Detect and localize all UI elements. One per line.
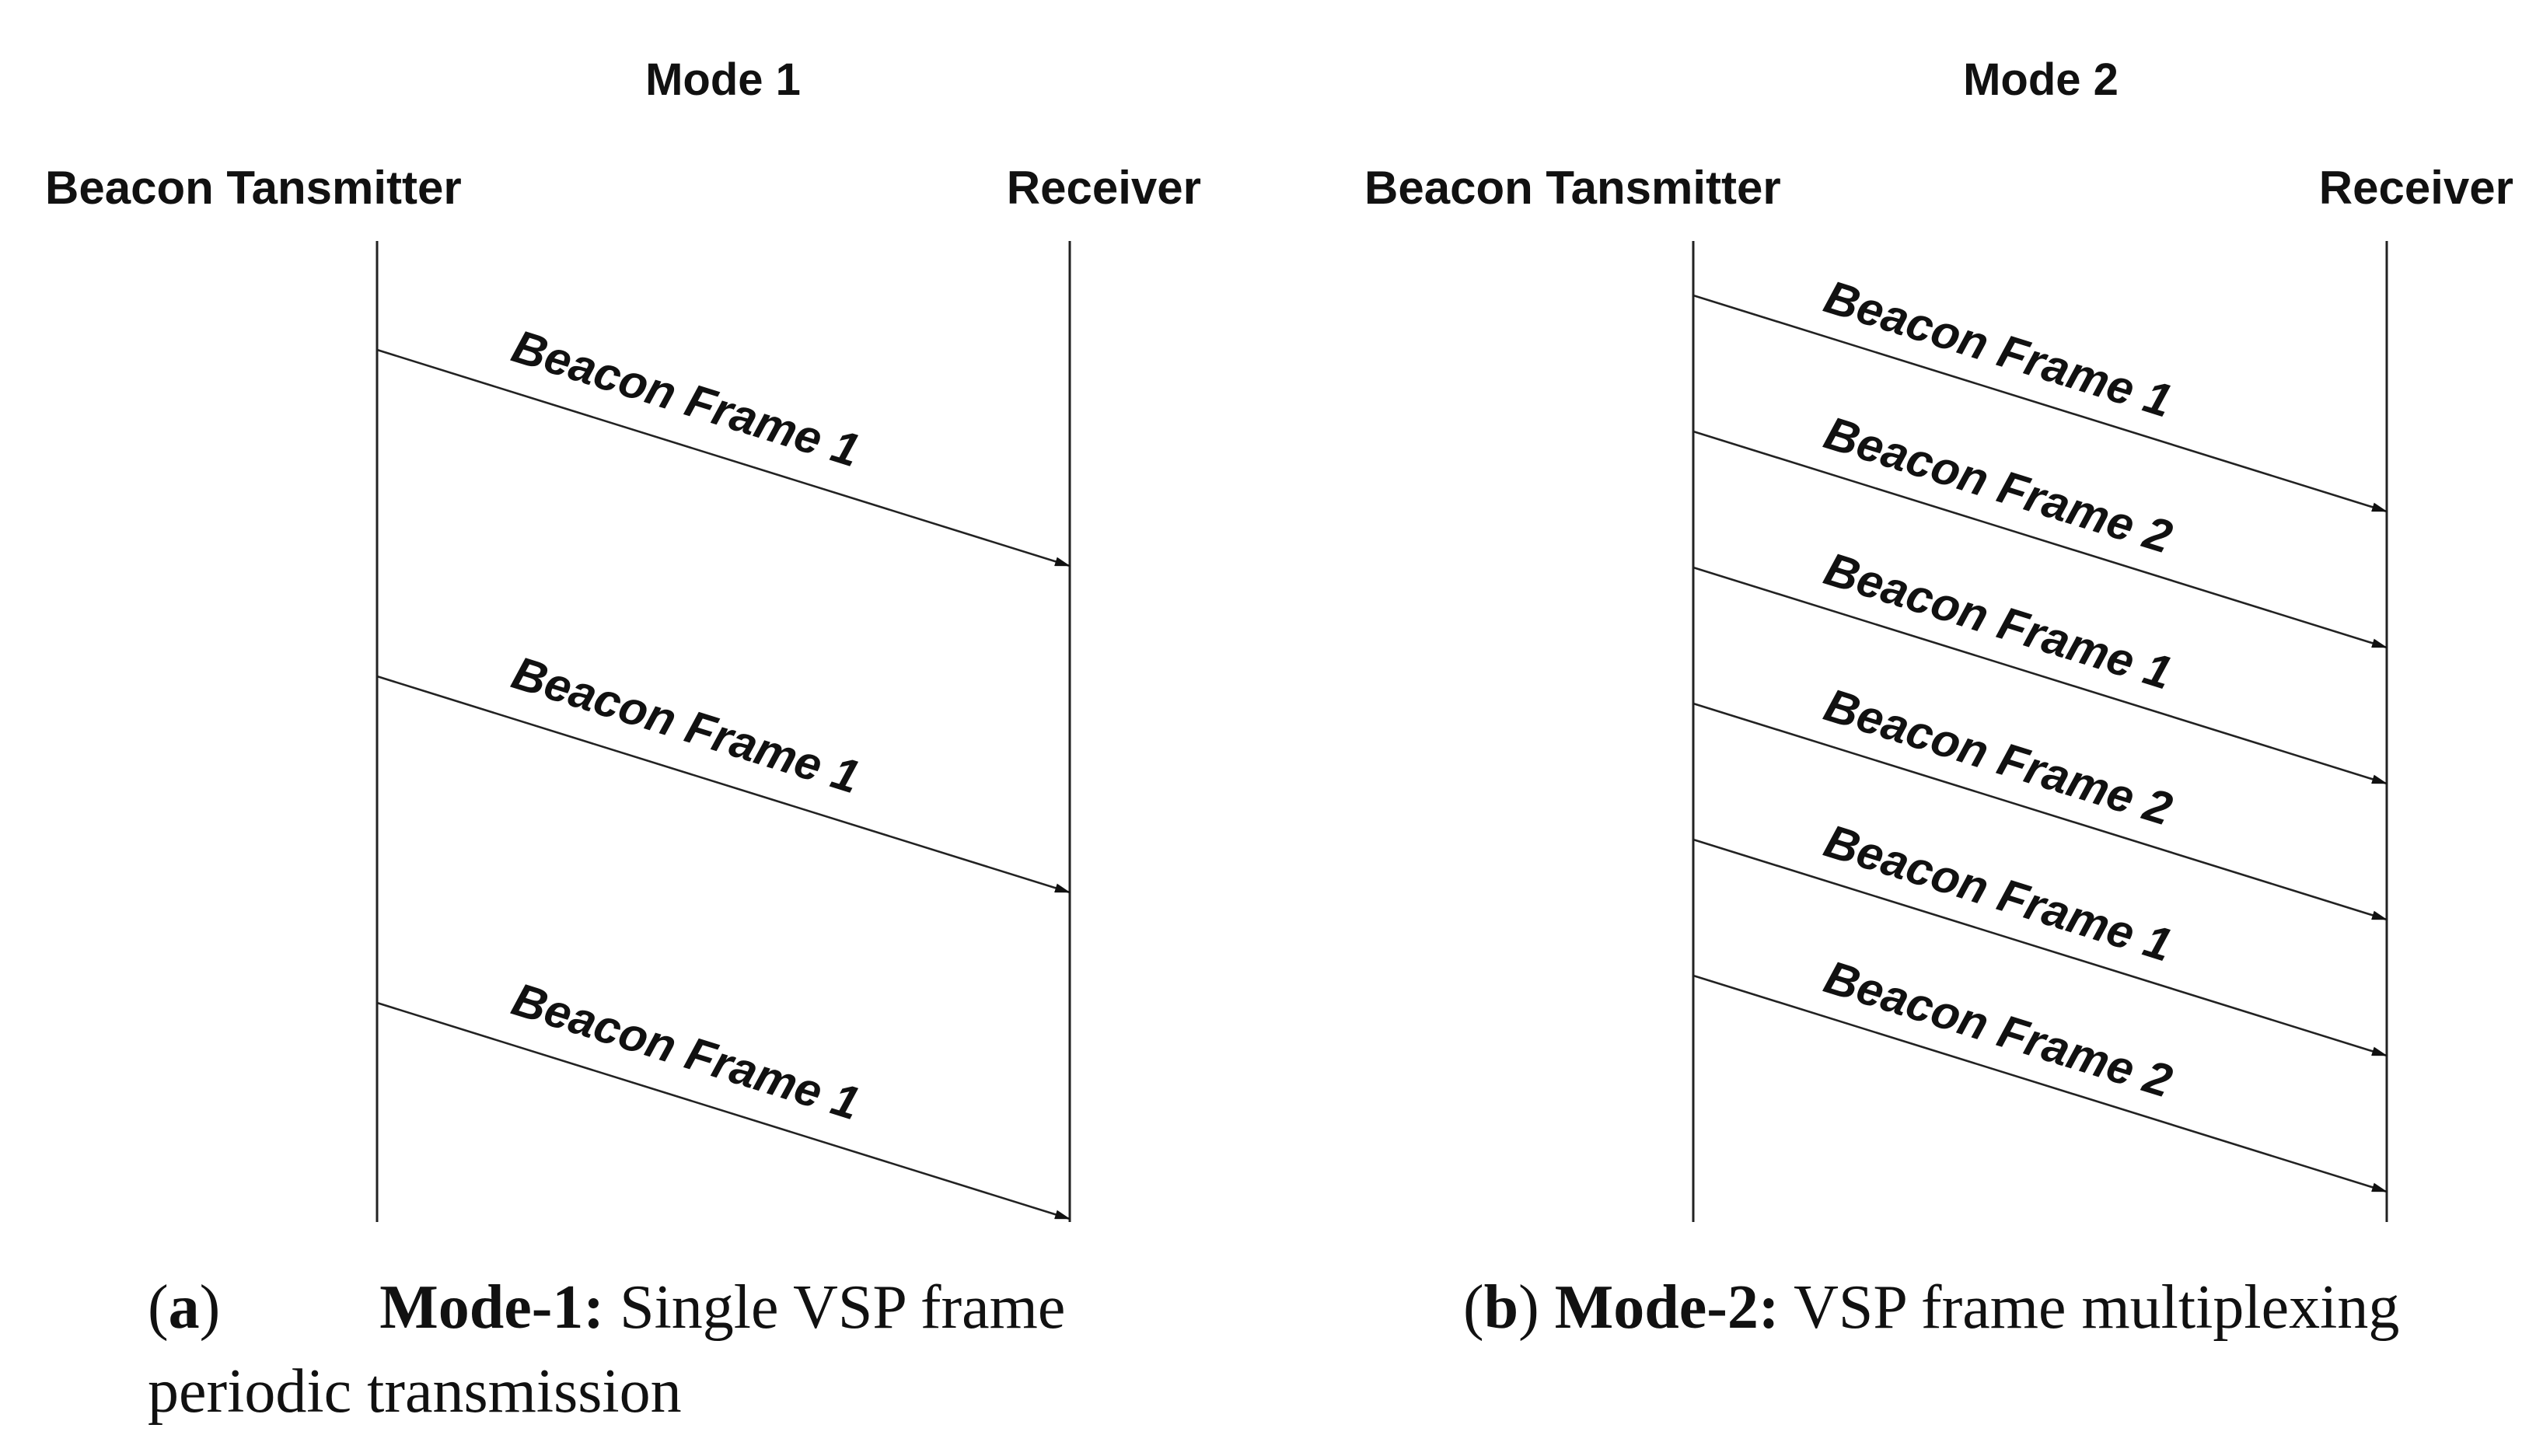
message-arrow — [1692, 702, 2388, 921]
caption-letter: b — [1483, 1273, 1519, 1342]
message-arrow — [1692, 430, 2388, 649]
panel-mode-2: Mode 2 Beacon Tansmitter Receiver Beacon… — [1364, 54, 2513, 1222]
receiver-label: Receiver — [2319, 162, 2513, 214]
caption-mode-label: Mode-2: — [1554, 1273, 1780, 1342]
panel-mode-1: Mode 1 Beacon Tansmitter Receiver Beacon… — [45, 54, 1201, 1222]
message-arrow — [1692, 294, 2388, 513]
message-label: Beacon Frame 1 — [506, 646, 865, 803]
caption-text: Single VSP frame — [604, 1273, 1066, 1342]
message-group: Beacon Frame 1 Beacon Frame 1 Beacon Frame… — [376, 319, 1071, 1220]
message-arrow — [1692, 838, 2388, 1057]
transmitter-label: Beacon Tansmitter — [45, 162, 462, 214]
message-arrow — [376, 1001, 1071, 1220]
message-arrow — [376, 675, 1071, 894]
caption-mode-label: Mode-1: — [379, 1273, 605, 1342]
message-arrow — [376, 348, 1071, 567]
caption-b: (b) Mode-2: VSP frame multiplexing — [1463, 1273, 2400, 1342]
caption-text-line2: periodic transmission — [148, 1357, 682, 1426]
receiver-label: Receiver — [1007, 162, 1201, 214]
message-label: Beacon Frame 1 — [1818, 271, 2178, 428]
caption-text: VSP frame multiplexing — [1779, 1273, 2400, 1342]
transmitter-label: Beacon Tansmitter — [1364, 162, 1781, 214]
caption-letter: a — [168, 1273, 200, 1342]
message-arrow — [1692, 566, 2388, 785]
message-label: Beacon Frame 1 — [506, 319, 865, 477]
message-arrow — [1692, 974, 2388, 1193]
panel-title: Mode 1 — [645, 54, 801, 105]
message-label: Beacon Frame 1 — [506, 972, 865, 1130]
panel-title: Mode 2 — [1963, 54, 2119, 105]
